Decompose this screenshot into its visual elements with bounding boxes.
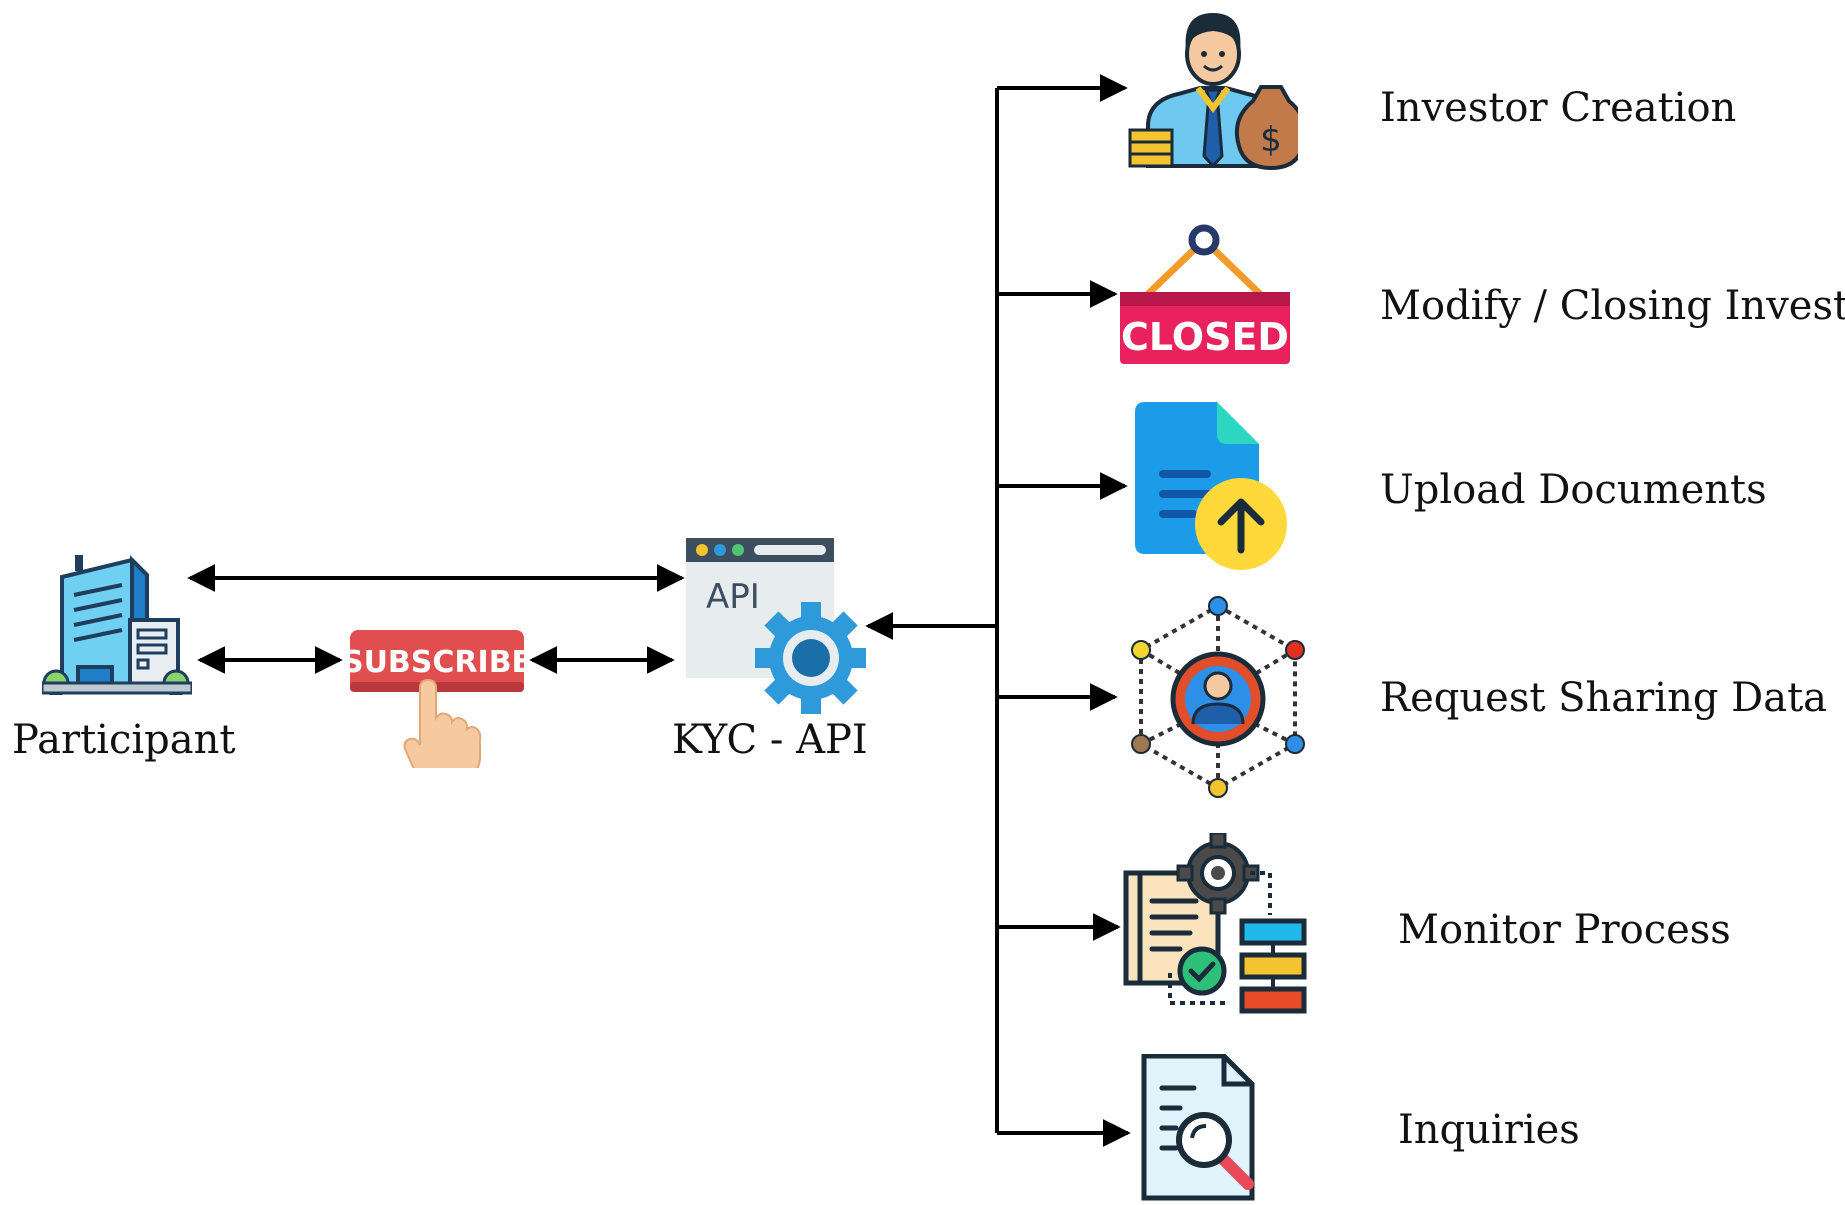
service-label-modify-closing: Modify / Closing Investor	[1380, 283, 1845, 329]
participant-label: Participant	[12, 717, 236, 763]
service-label-upload-documents: Upload Documents	[1380, 467, 1767, 513]
investor-money-bag-icon: $	[1128, 13, 1298, 171]
service-label-monitor-process: Monitor Process	[1398, 907, 1731, 953]
subscribe-badge-text: SUBSCRIBE	[348, 645, 528, 680]
service-label-investor-creation: Investor Creation	[1380, 85, 1737, 131]
svg-text:$: $	[1260, 120, 1282, 160]
service-label-inquiries: Inquiries	[1398, 1107, 1580, 1153]
document-search-icon	[1141, 1054, 1255, 1201]
service-label-request-sharing: Request Sharing Data	[1380, 675, 1827, 721]
process-monitor-icon	[1123, 833, 1307, 1014]
subscribe-hand-icon: SUBSCRIBE	[348, 630, 528, 768]
closed-sign-icon: CLOSED	[1120, 224, 1290, 364]
api-window-text: API	[706, 577, 760, 617]
closed-sign-text: CLOSED	[1121, 315, 1289, 359]
api-gear-icon: API	[686, 538, 866, 714]
office-building-icon	[42, 555, 192, 695]
network-user-icon	[1131, 596, 1305, 798]
document-upload-icon	[1135, 402, 1287, 570]
kyc-api-label: KYC - API	[672, 717, 868, 763]
